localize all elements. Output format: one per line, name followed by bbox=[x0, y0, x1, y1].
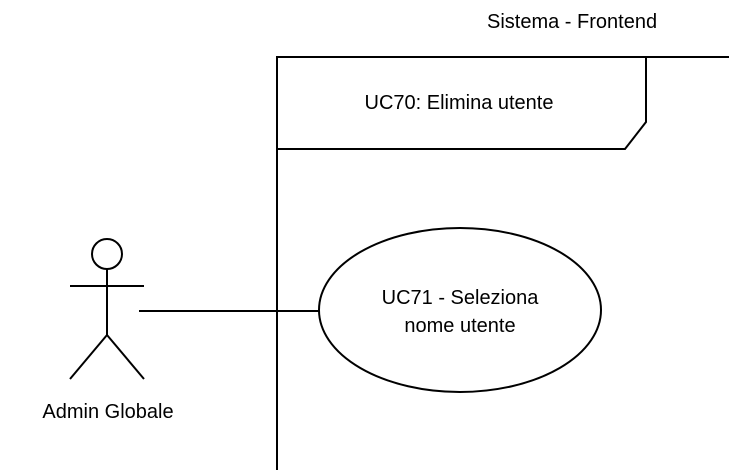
actor-left-leg bbox=[69, 334, 108, 380]
actor-figure bbox=[69, 238, 145, 380]
actor-right-leg bbox=[106, 334, 145, 380]
uc70-fragment-tab bbox=[277, 57, 647, 150]
uc71-ellipse bbox=[318, 227, 602, 393]
uc70-label: UC70: Elimina utente bbox=[364, 92, 554, 114]
system-title: Sistema - Frontend bbox=[487, 11, 658, 33]
uc71-label: UC71 - Seleziona nome utente bbox=[318, 284, 602, 340]
system-boundary bbox=[276, 56, 729, 470]
actor-label: Admin Globale bbox=[42, 401, 174, 423]
uc71-label-line2: nome utente bbox=[404, 315, 516, 337]
actor-head bbox=[91, 238, 123, 270]
uc71-label-line1: UC71 - Seleziona bbox=[381, 287, 539, 309]
